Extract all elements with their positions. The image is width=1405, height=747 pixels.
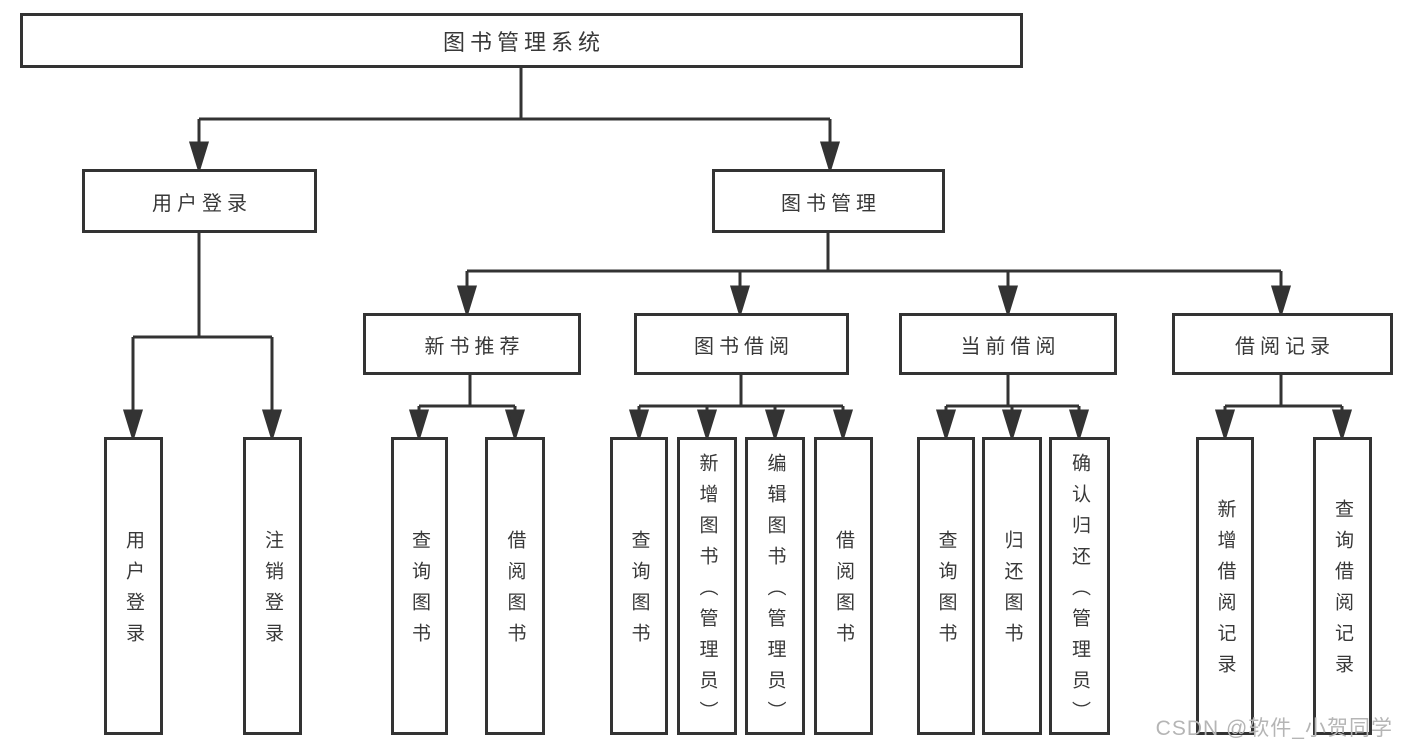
- arrowhead: [819, 141, 841, 175]
- leaf-edit-book-admin: 编辑图书（管理员）: [745, 437, 805, 735]
- node-root-label: 图书管理系统: [442, 29, 605, 55]
- arrowhead: [1068, 409, 1090, 443]
- connector-book-management: [456, 233, 1292, 319]
- csdn-watermark: CSDN @软件_小贺同学: [1155, 717, 1393, 740]
- leaf-return-book-label: 归还图书: [1001, 530, 1023, 654]
- leaf-query-books-current: 查询图书: [917, 437, 975, 735]
- arrowhead: [188, 141, 210, 175]
- leaf-borrow-books: 借阅图书: [814, 437, 873, 735]
- arrowhead: [1270, 285, 1292, 319]
- leaf-logout: 注销登录: [243, 437, 302, 735]
- node-book-management: 图书管理: [712, 169, 945, 233]
- leaf-user-login-label: 用户登录: [123, 530, 144, 654]
- leaf-logout-label: 注销登录: [262, 530, 283, 654]
- connector-root: [188, 68, 841, 175]
- node-new-book-recommend-label: 新书推荐: [424, 335, 525, 358]
- leaf-confirm-return-admin: 确认归还（管理员）: [1049, 437, 1110, 735]
- leaf-query-books-borrow: 查询图书: [610, 437, 668, 735]
- arrowhead: [456, 285, 478, 319]
- leaf-return-book: 归还图书: [982, 437, 1042, 735]
- connector-borrow-records: [1214, 375, 1353, 443]
- node-user-login: 用户登录: [82, 169, 317, 233]
- leaf-query-borrow-record-label: 查询借阅记录: [1332, 499, 1353, 685]
- leaf-add-borrow-record-label: 新增借阅记录: [1214, 499, 1236, 685]
- connector-book-borrow: [628, 375, 854, 443]
- leaf-add-book-admin-label: 新增图书（管理员）: [696, 452, 718, 732]
- arrowhead: [997, 285, 1019, 319]
- connector-new-book-recommend: [408, 375, 526, 443]
- arrowhead: [935, 409, 957, 443]
- node-borrow-records: 借阅记录: [1172, 313, 1393, 375]
- node-current-borrow-label: 当前借阅: [960, 335, 1061, 358]
- arrowhead: [1001, 409, 1023, 443]
- arrowhead: [504, 409, 526, 443]
- connector-user-login: [122, 233, 283, 443]
- arrowhead: [696, 409, 718, 443]
- connector-current-borrow: [935, 375, 1090, 443]
- arrowhead: [832, 409, 854, 443]
- leaf-query-borrow-record: 查询借阅记录: [1313, 437, 1372, 735]
- leaf-query-books-recommend: 查询图书: [391, 437, 448, 735]
- leaf-query-books-borrow-label: 查询图书: [628, 530, 650, 654]
- leaf-confirm-return-admin-label: 确认归还（管理员）: [1069, 452, 1090, 732]
- node-new-book-recommend: 新书推荐: [363, 313, 581, 375]
- arrowhead: [122, 409, 144, 443]
- leaf-edit-book-admin-label: 编辑图书（管理员）: [764, 452, 786, 732]
- leaf-borrow-books-label: 借阅图书: [833, 530, 854, 654]
- node-current-borrow: 当前借阅: [899, 313, 1117, 375]
- leaf-add-book-admin: 新增图书（管理员）: [677, 437, 737, 735]
- arrowhead: [1331, 409, 1353, 443]
- arrowhead: [408, 409, 430, 443]
- leaf-query-books-recommend-label: 查询图书: [409, 530, 430, 654]
- arrowhead: [261, 409, 283, 443]
- leaf-user-login: 用户登录: [104, 437, 163, 735]
- leaf-borrow-books-recommend: 借阅图书: [485, 437, 545, 735]
- node-user-login-label: 用户登录: [152, 192, 252, 215]
- leaf-borrow-books-recommend-label: 借阅图书: [504, 530, 526, 654]
- node-root: 图书管理系统: [20, 13, 1023, 68]
- node-book-management-label: 图书管理: [781, 192, 881, 215]
- arrowhead: [729, 285, 751, 319]
- arrowhead: [1214, 409, 1236, 443]
- arrowhead: [764, 409, 786, 443]
- leaf-add-borrow-record: 新增借阅记录: [1196, 437, 1254, 735]
- node-book-borrow-label: 图书借阅: [694, 335, 794, 358]
- node-book-borrow: 图书借阅: [634, 313, 849, 375]
- node-borrow-records-label: 借阅记录: [1235, 335, 1335, 358]
- arrowhead: [628, 409, 650, 443]
- leaf-query-books-current-label: 查询图书: [935, 530, 957, 654]
